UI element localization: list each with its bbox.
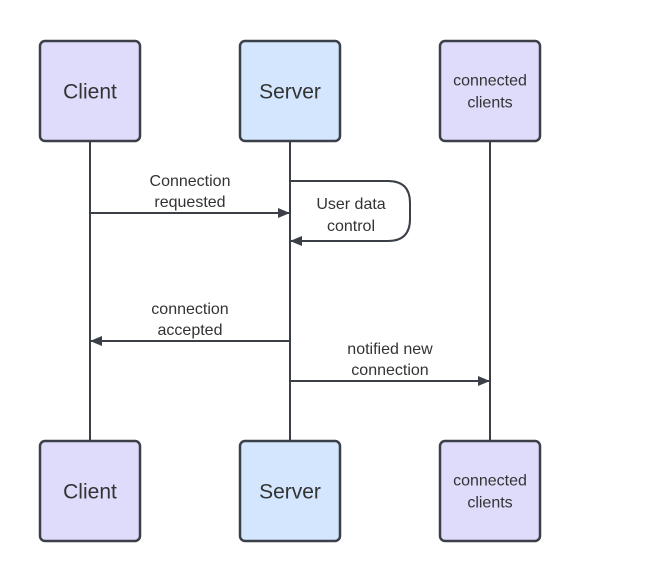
message-arrow	[290, 180, 411, 246]
participant-box-server-top: Server	[238, 39, 342, 143]
message-label: connection	[151, 301, 228, 318]
participant-box-shape	[38, 439, 142, 543]
message-label: requested	[154, 194, 225, 211]
participant-label: Client	[63, 80, 117, 103]
participant-label: connected	[453, 73, 527, 90]
participant-label: clients	[467, 95, 512, 112]
message-label: notified new	[347, 341, 433, 358]
message-user-data-control: User data control	[290, 180, 411, 246]
participant-box-client-bottom: Client	[38, 439, 142, 543]
message-label: accepted	[158, 322, 223, 339]
message-label: Connection	[150, 173, 231, 190]
message-label: connection	[351, 362, 428, 379]
participant-box-connected-clients-top: connected clients	[438, 39, 542, 143]
participant-box-shape	[438, 439, 542, 543]
message-label: User data	[316, 196, 385, 213]
participant-label: clients	[467, 495, 512, 512]
participant-label: Server	[259, 480, 321, 503]
message-label: control	[327, 218, 375, 235]
participant-box-client-top: Client	[38, 39, 142, 143]
message-connection-requested: Connection requested	[90, 173, 290, 218]
participant-box-server-bottom: Server	[238, 439, 342, 543]
participant-label: connected	[453, 473, 527, 490]
participant-box-shape	[238, 39, 342, 143]
participant-label: Server	[259, 80, 321, 103]
participant-box-shape	[38, 39, 142, 143]
participant-label: Client	[63, 480, 117, 503]
message-notified-new-connection: notified new connection	[290, 341, 490, 386]
participant-box-connected-clients-bottom: connected clients	[438, 439, 542, 543]
participant-box-shape	[238, 439, 342, 543]
message-connection-accepted: connection accepted	[90, 301, 290, 346]
participant-box-shape	[438, 39, 542, 143]
